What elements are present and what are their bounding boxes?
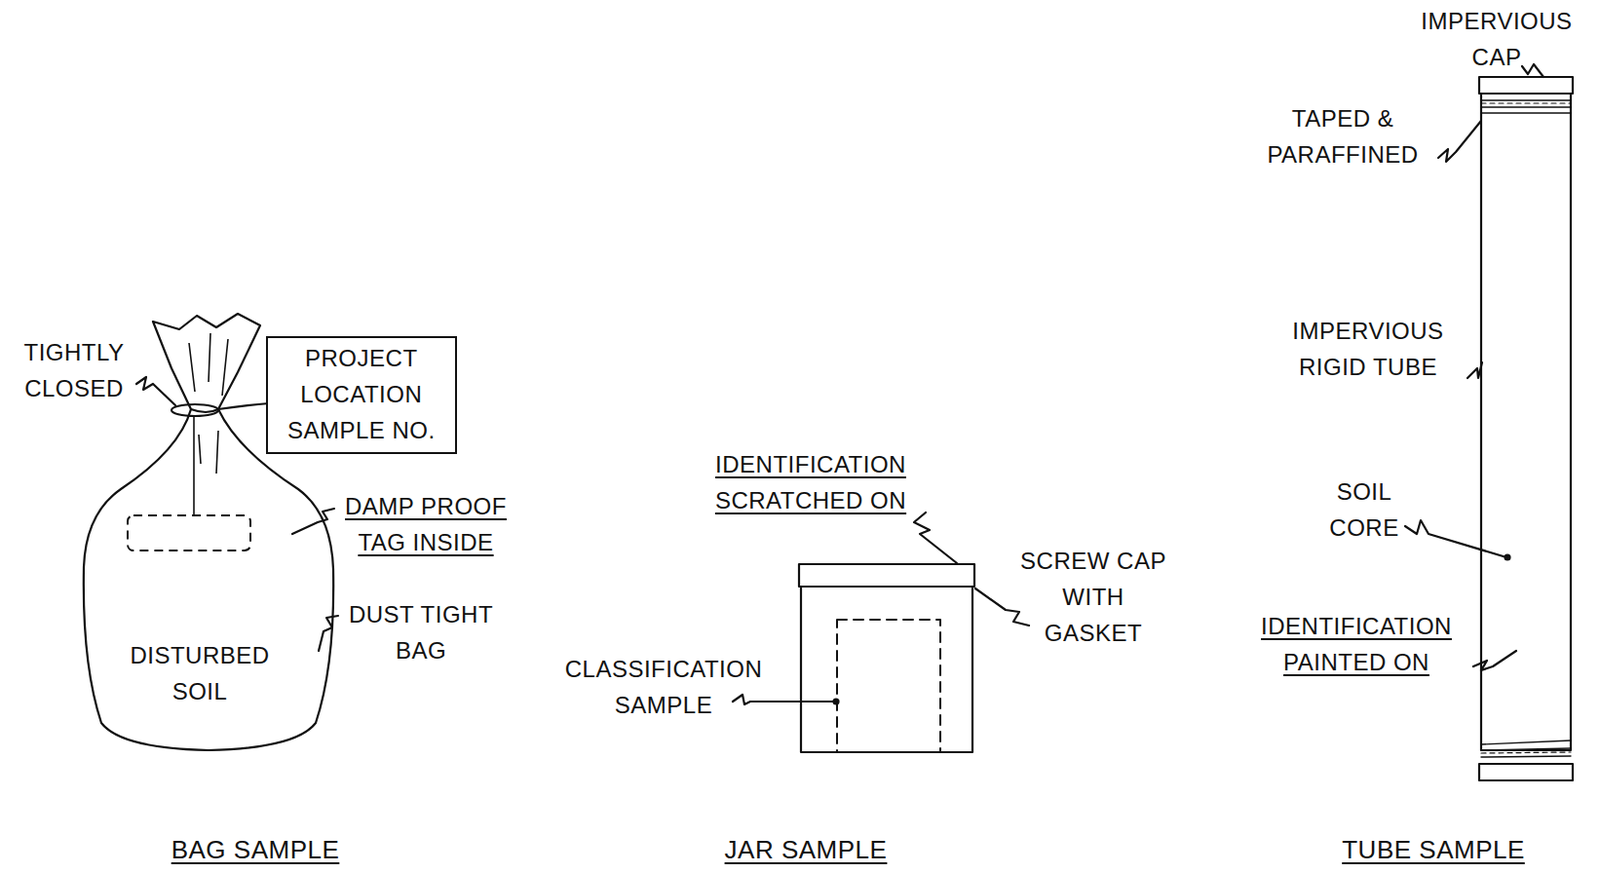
- callout-label: DUST TIGHT BAG: [338, 596, 504, 669]
- callout-label: TIGHTLY CLOSED: [13, 334, 136, 407]
- callout-label: TAPED & PARAFFINED: [1250, 100, 1436, 173]
- callout-label: DAMP PROOF TAG INSIDE: [336, 488, 517, 561]
- bag-contents-label: DISTURBED SOIL: [116, 637, 283, 710]
- callout-label: CLASSIFICATION SAMPLE: [546, 650, 781, 724]
- leader-line: [1405, 520, 1507, 558]
- figure-title: JAR SAMPLE: [724, 832, 888, 869]
- leader-line: [1438, 120, 1482, 162]
- callout-label: IDENTIFICATION PAINTED ON: [1239, 608, 1474, 681]
- leader-line: [1467, 362, 1483, 379]
- tag-box: PROJECT LOCATION SAMPLE NO.: [266, 336, 458, 455]
- callout-label: SCREW CAP WITH GASKET: [1015, 542, 1172, 651]
- leader-line: [732, 694, 836, 705]
- leader-line: [1473, 650, 1517, 671]
- callout-label: IMPERVIOUS RIGID TUBE: [1270, 312, 1466, 385]
- jar: [799, 564, 975, 753]
- figure-title: TUBE SAMPLE: [1341, 832, 1525, 869]
- callout-label: SOIL CORE: [1320, 473, 1409, 546]
- figure-title: BAG SAMPLE: [171, 832, 341, 869]
- leader-line: [318, 615, 339, 651]
- tube: [1479, 76, 1573, 781]
- leader-line: [914, 512, 957, 564]
- callout-label: IDENTIFICATION SCRATCHED ON: [693, 446, 928, 519]
- leader-line: [1522, 64, 1544, 77]
- callout-label: IMPERVIOUS CAP: [1404, 2, 1590, 76]
- leader-line: [975, 588, 1029, 626]
- leader-line: [136, 377, 176, 406]
- tag-text: PROJECT LOCATION SAMPLE NO.: [273, 340, 450, 449]
